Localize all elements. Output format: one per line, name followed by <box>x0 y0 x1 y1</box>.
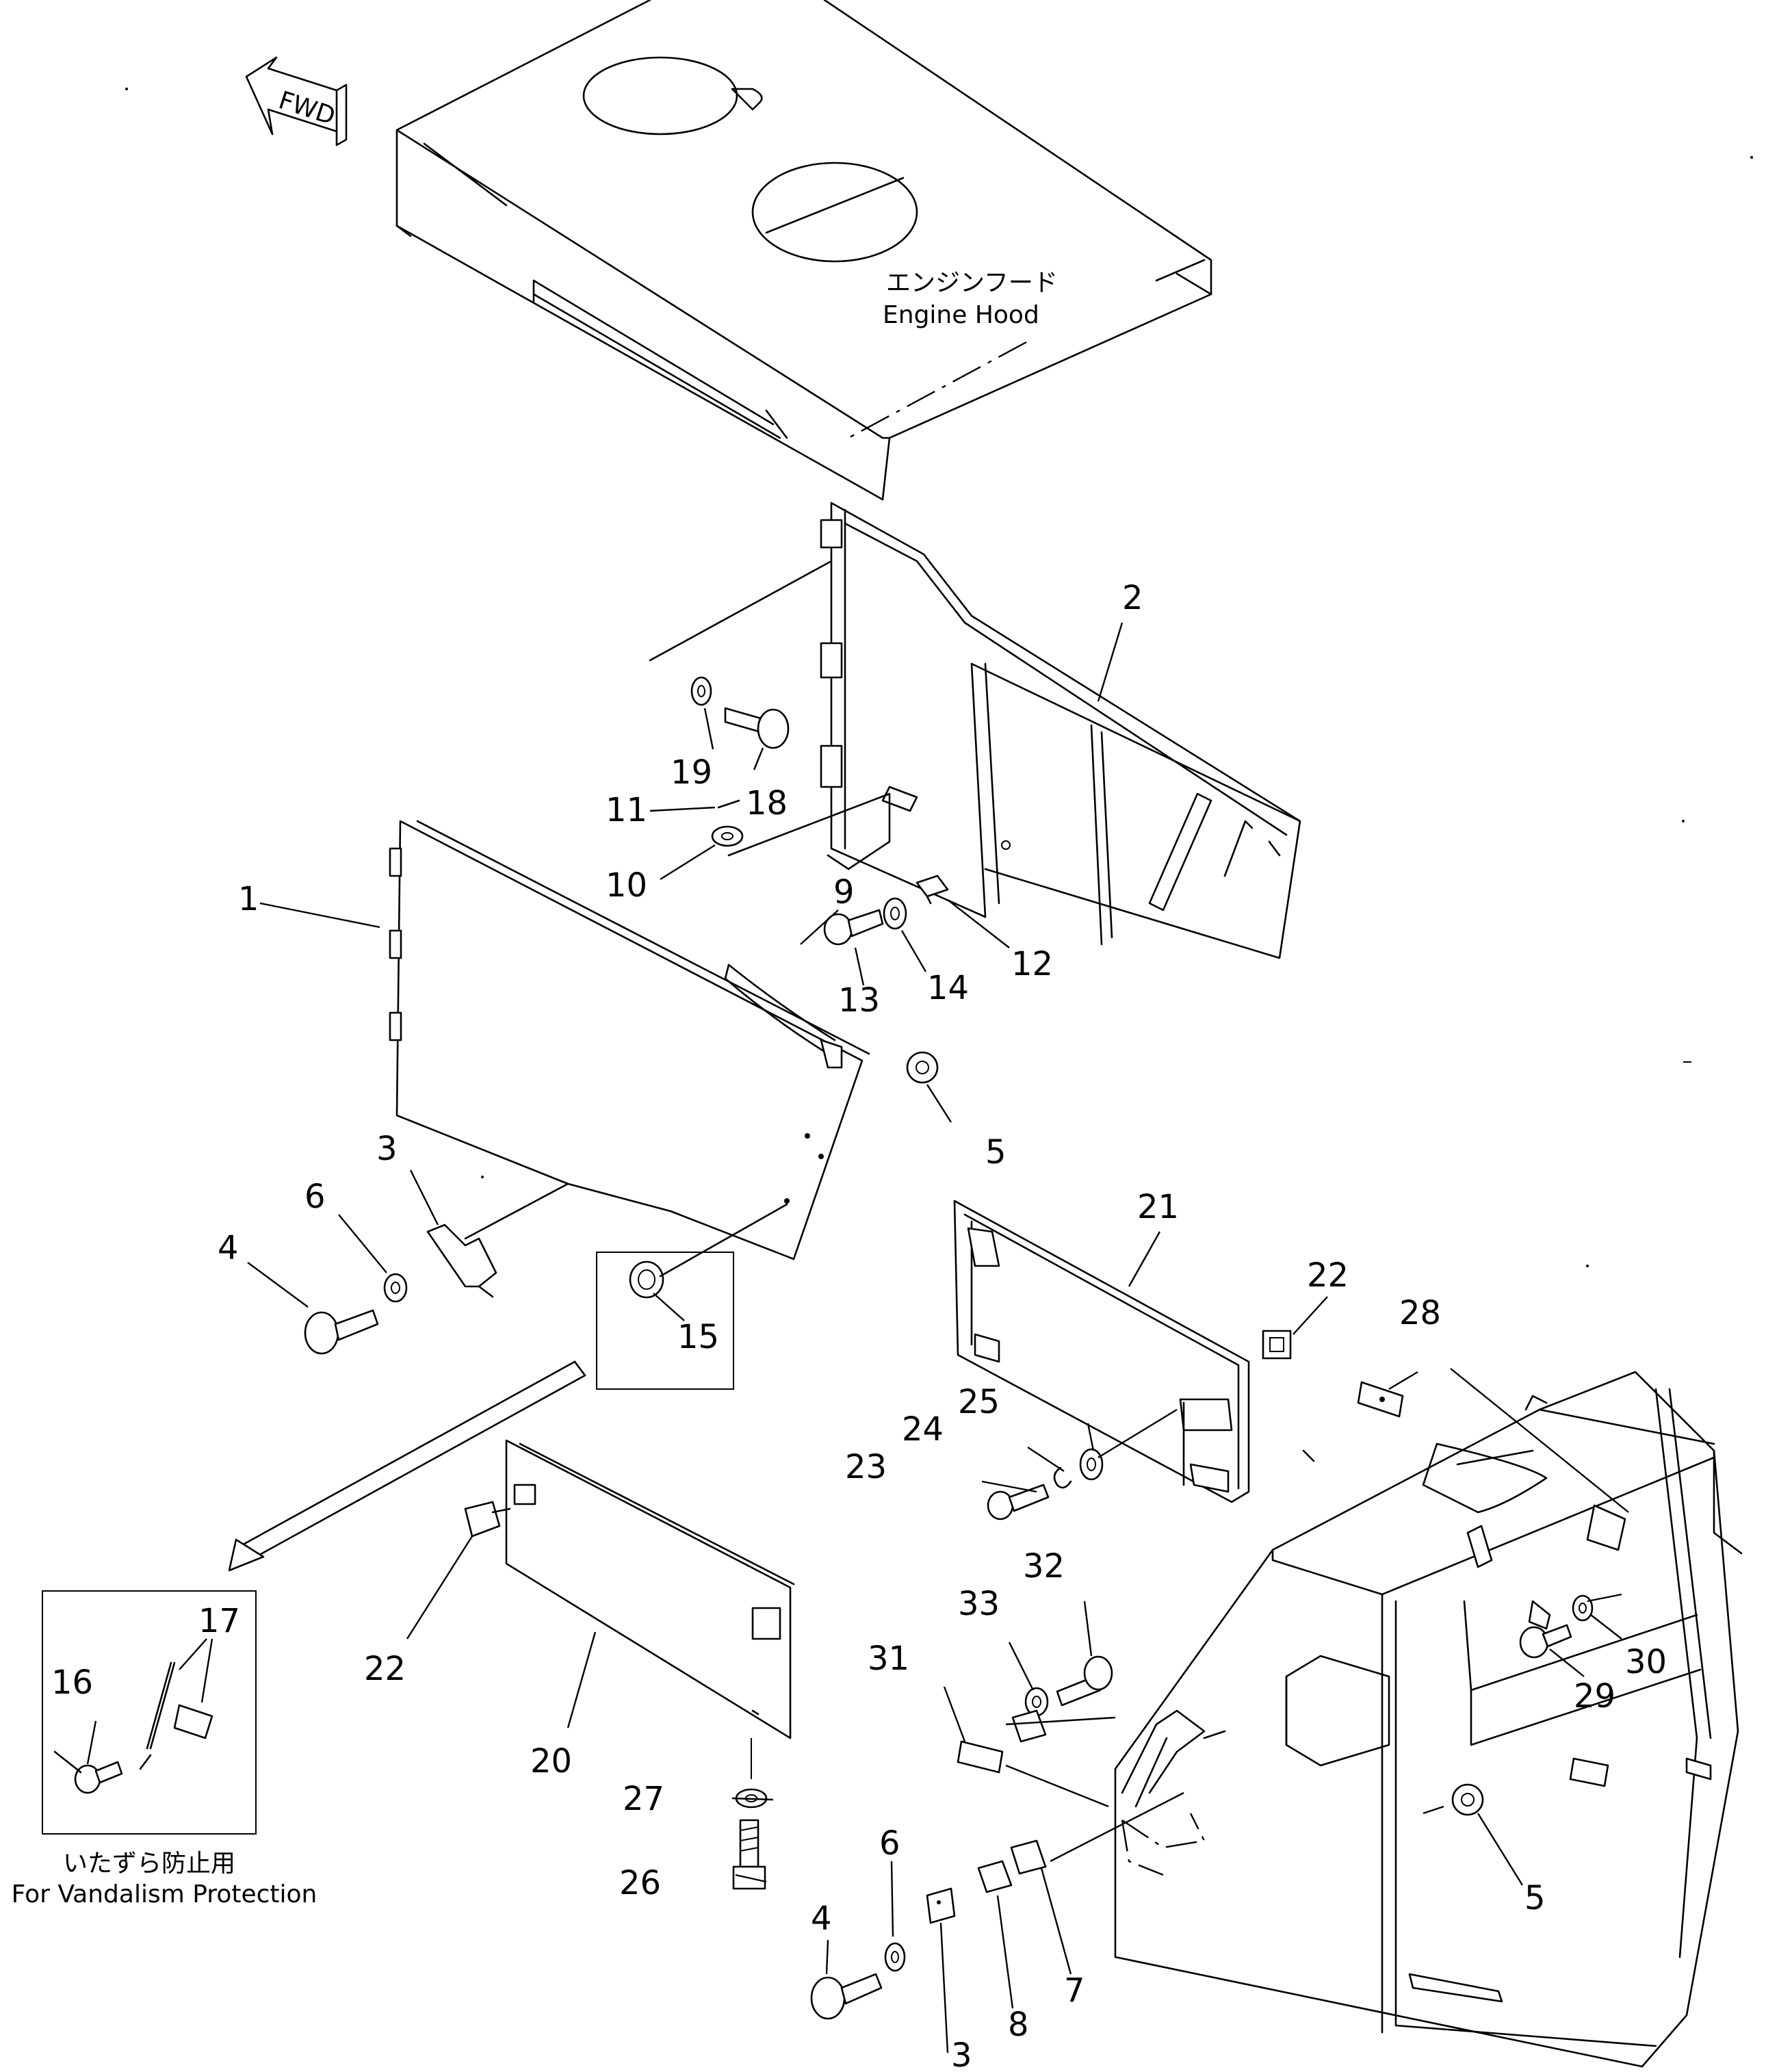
callout-14: 14 <box>927 969 969 1007</box>
callout-27: 27 <box>623 1780 664 1818</box>
callout-20: 20 <box>530 1742 572 1780</box>
part-10-washer <box>711 825 744 847</box>
callout-17: 17 <box>198 1602 240 1640</box>
callout-13: 13 <box>838 981 880 1020</box>
engine-hood-label-en: Engine Hood <box>883 301 1039 329</box>
callout-11: 11 <box>606 791 647 829</box>
callout-6-bottom: 6 <box>879 1824 900 1863</box>
part-8-pad <box>977 1860 1013 1893</box>
part-4-bolt-left <box>304 1309 379 1355</box>
callout-3-bottom: 3 <box>951 2036 972 2072</box>
callout-18: 18 <box>746 784 788 823</box>
part-7b-pad <box>1010 1839 1047 1875</box>
callout-10: 10 <box>606 866 647 905</box>
callout-21: 21 <box>1137 1188 1179 1226</box>
callout-31: 31 <box>868 1640 909 1678</box>
callout-26: 26 <box>619 1864 661 1902</box>
cover-housing <box>1114 1371 1743 2068</box>
vandalism-label-en: For Vandalism Protection <box>12 1880 317 1908</box>
callout-25: 25 <box>958 1383 1000 1421</box>
callout-6-left: 6 <box>304 1178 326 1216</box>
part-26-bolt <box>732 1738 766 1890</box>
part-29-bolt <box>1519 1624 1572 1659</box>
part-5-nut-right <box>1451 1783 1484 1816</box>
part-15-detail-box <box>596 1203 788 1390</box>
callout-12: 12 <box>1011 945 1053 983</box>
callout-labels: 1 2 3 3 4 4 5 5 6 6 7 8 9 10 11 12 13 14… <box>51 579 1667 2072</box>
callout-28: 28 <box>1399 1294 1441 1332</box>
part-30-washer <box>1572 1594 1594 1622</box>
callout-7: 7 <box>1064 1971 1085 2010</box>
engine-hood-label-jp: エンジンフード <box>886 269 1058 297</box>
part-6-washer-lower <box>884 1942 906 1972</box>
part-12-clip <box>916 875 949 905</box>
part-20-lower-panel <box>464 1439 795 1739</box>
callout-4-left: 4 <box>218 1229 239 1267</box>
part-9-rod <box>724 963 843 1069</box>
callout-33: 33 <box>958 1585 1000 1623</box>
callout-29: 29 <box>1574 1677 1615 1715</box>
part-18-bolt <box>724 707 790 749</box>
fwd-arrow-icon: FWD <box>245 56 348 146</box>
part-11-pin <box>717 799 740 809</box>
part-31-plate <box>957 1740 1004 1774</box>
callout-32: 32 <box>1023 1547 1065 1585</box>
callout-16: 16 <box>51 1663 93 1702</box>
callout-5-top: 5 <box>985 1133 1007 1171</box>
callout-22-right: 22 <box>1307 1256 1349 1295</box>
part-14-washer <box>883 897 907 930</box>
part-6-washer-left <box>383 1273 408 1303</box>
callout-5-right: 5 <box>1524 1879 1546 1917</box>
part-22-pad-right <box>1262 1330 1292 1360</box>
part-21-door-panel <box>953 1200 1250 1503</box>
engine-hood: エンジンフード Engine Hood <box>395 0 1212 501</box>
part-1-side-panel <box>389 820 870 1260</box>
leader-lines <box>86 622 1622 2054</box>
vandalism-protection-box: いたずら防止用 For Vandalism Protection <box>12 1590 317 1908</box>
callout-22-left: 22 <box>364 1650 406 1688</box>
callout-23: 23 <box>845 1448 887 1486</box>
part-5-nut-top <box>906 1051 939 1084</box>
vandalism-label-jp: いたずら防止用 <box>63 1850 235 1878</box>
callout-3-top: 3 <box>376 1130 398 1168</box>
part-23-bolt <box>987 1484 1050 1520</box>
callout-4-bottom: 4 <box>811 1900 832 1938</box>
part-32-bolt <box>1056 1655 1113 1707</box>
part-2-frame <box>649 502 1301 959</box>
part-24-lockwasher <box>1053 1466 1072 1489</box>
part-25-washer <box>1079 1448 1104 1481</box>
callout-2: 2 <box>1122 579 1143 617</box>
callout-30: 30 <box>1625 1643 1667 1681</box>
part-4-bolt-lower <box>810 1973 883 2020</box>
callout-24: 24 <box>902 1410 944 1449</box>
detail-arrow <box>228 1360 586 1572</box>
part-3-latch-lower <box>926 1887 956 1924</box>
part-13-bolt <box>823 909 884 946</box>
part-3-latch <box>426 1223 497 1298</box>
callout-15: 15 <box>677 1318 719 1356</box>
part-7-pad <box>1011 1709 1047 1743</box>
callout-19: 19 <box>671 753 712 792</box>
callout-1: 1 <box>238 880 259 918</box>
part-19-washer <box>690 676 712 706</box>
part-28-bracket <box>1357 1381 1404 1418</box>
callout-9: 9 <box>833 873 855 911</box>
callout-8: 8 <box>1008 2006 1029 2044</box>
